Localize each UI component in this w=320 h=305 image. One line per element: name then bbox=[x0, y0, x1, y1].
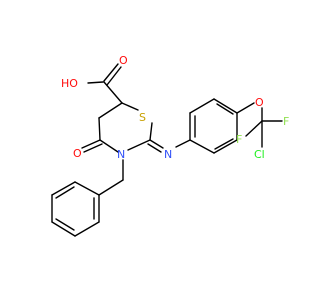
bond-ph-inner-1 bbox=[55, 186, 75, 199]
bond-ar-inner-3 bbox=[214, 138, 234, 150]
atom-label-ring-nitrogen: N bbox=[117, 148, 125, 161]
bond-ch2-ph bbox=[98, 179, 124, 196]
bond-ph-inner-2 bbox=[55, 218, 75, 231]
bond-cooh-oh bbox=[87, 81, 104, 84]
bond-ph-5 bbox=[74, 221, 100, 237]
bond-ketone-double-2 bbox=[83, 143, 103, 153]
bond-c2-imine-2 bbox=[147, 143, 162, 153]
bond-ar-3 bbox=[213, 98, 238, 114]
molecule-diagram: HO O S N O N O F Cl F bbox=[51, 54, 289, 237]
bond-ph-1 bbox=[74, 181, 100, 196]
atom-label-hydroxyl: HO bbox=[61, 77, 78, 90]
bond-ketone-double bbox=[81, 139, 101, 149]
bond-ar-inner-2 bbox=[216, 103, 234, 115]
atom-label-fluorine-bottom: F bbox=[236, 133, 242, 146]
bond-c4-c5 bbox=[98, 117, 101, 141]
bond-c6-s bbox=[121, 102, 139, 111]
bond-s-c2 bbox=[149, 122, 153, 141]
atom-label-fluorine-top: F bbox=[283, 115, 289, 128]
bond-c-f-bottom bbox=[245, 120, 263, 137]
atom-label-carbonyl-oxygen: O bbox=[119, 54, 128, 67]
bond-ar-2 bbox=[189, 98, 215, 114]
bond-ph-2 bbox=[51, 181, 76, 196]
bond-c2-imine bbox=[149, 139, 164, 149]
bond-ar-o bbox=[236, 102, 255, 114]
atom-label-imine-nitrogen: N bbox=[164, 148, 172, 161]
atom-label-sulfur: S bbox=[139, 111, 146, 124]
bond-cooh-double-2 bbox=[106, 66, 122, 86]
bond-c5-c6 bbox=[98, 102, 123, 119]
bond-ph-4 bbox=[51, 221, 76, 237]
bond-n3-c4 bbox=[99, 139, 119, 153]
structure-canvas: HO O S N O N O F Cl F bbox=[51, 54, 289, 237]
bond-cooh-double bbox=[103, 63, 119, 82]
atom-label-ketone-oxygen: O bbox=[73, 147, 82, 160]
bond-ar-5 bbox=[213, 139, 238, 154]
bond-imine-aryl bbox=[175, 139, 191, 148]
atom-label-ether-oxygen: O bbox=[255, 96, 264, 109]
atom-label-chlorine: Cl bbox=[254, 148, 265, 161]
bond-c6-cooh bbox=[103, 81, 123, 104]
bond-ar-6 bbox=[189, 139, 215, 154]
bond-c2-n3 bbox=[127, 139, 151, 151]
